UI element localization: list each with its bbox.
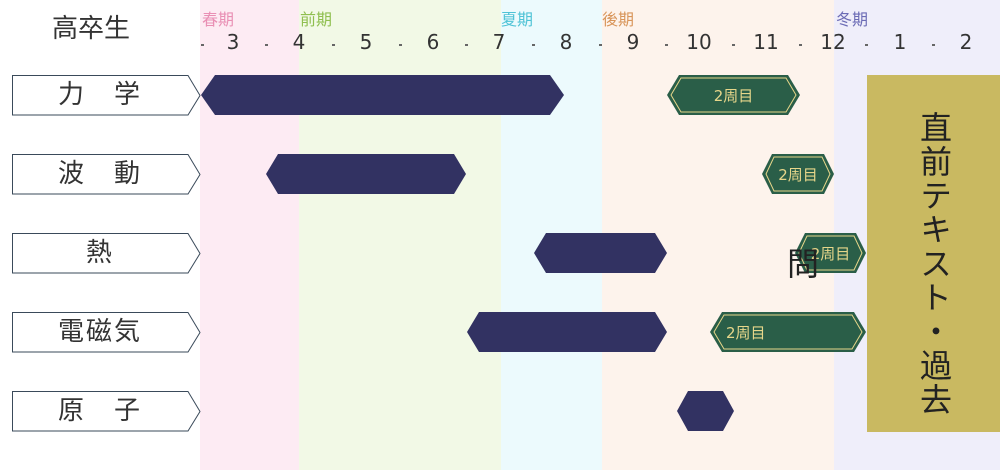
month-label: 4 bbox=[292, 30, 306, 54]
month-label: 3 bbox=[226, 30, 240, 54]
month-label: 6 bbox=[426, 30, 440, 54]
term-second: 後期 bbox=[602, 10, 635, 29]
tick-mark bbox=[732, 44, 735, 46]
second-round-bar-electromagnetism: 2周目 bbox=[710, 312, 866, 352]
month-label: 9 bbox=[626, 30, 640, 54]
subject-arrow-shape bbox=[12, 312, 201, 353]
tick-mark bbox=[532, 44, 535, 46]
subject-waves: 波 動 bbox=[12, 154, 201, 195]
month-label: 12 bbox=[820, 30, 846, 54]
second-round-bar-waves: 2周目 bbox=[762, 154, 834, 194]
subject-label: 熱 bbox=[85, 238, 114, 268]
first-round-bar-atomic bbox=[677, 391, 734, 431]
subject-label: 電磁気 bbox=[57, 317, 142, 347]
term-summer: 夏期 bbox=[501, 10, 534, 29]
subject-label: 力 学 bbox=[57, 80, 142, 110]
term-first: 前期 bbox=[300, 10, 333, 29]
second-round-label: 2周目 bbox=[726, 323, 766, 342]
tick-mark bbox=[399, 44, 402, 46]
month-label: 8 bbox=[559, 30, 573, 54]
subject-electromagnetism: 電磁気 bbox=[12, 312, 201, 353]
band-spring bbox=[200, 0, 299, 470]
first-round-bar-waves bbox=[266, 154, 466, 194]
month-label: 2 bbox=[959, 30, 973, 54]
tick-mark bbox=[665, 44, 668, 46]
month-label: 1 bbox=[893, 30, 907, 54]
second-round-bar-thermo: 2周目 bbox=[795, 233, 866, 273]
subject-label: 波 動 bbox=[57, 159, 142, 189]
subject-arrow-shape bbox=[12, 154, 201, 195]
first-round-bar-electromagnetism bbox=[467, 312, 667, 352]
second-round-label: 2周目 bbox=[810, 244, 851, 263]
subject-arrow-shape bbox=[12, 75, 201, 116]
subject-arrow-shape bbox=[12, 391, 201, 432]
tick-mark bbox=[201, 44, 204, 46]
term-spring: 春期 bbox=[202, 10, 235, 29]
second-round-bar-mechanics: 2周目 bbox=[667, 75, 800, 115]
term-winter: 冬期 bbox=[836, 10, 869, 29]
month-label: 5 bbox=[359, 30, 373, 54]
tick-mark bbox=[932, 44, 935, 46]
tick-mark bbox=[799, 44, 802, 46]
second-round-label: 2周目 bbox=[713, 86, 754, 105]
band-first-term bbox=[299, 0, 501, 470]
first-round-bar-mechanics bbox=[201, 75, 564, 115]
month-label: 10 bbox=[686, 30, 712, 54]
header-label: 高卒生 bbox=[52, 14, 131, 44]
month-label: 11 bbox=[753, 30, 779, 54]
subject-atomic: 原 子 bbox=[12, 391, 201, 432]
tick-mark bbox=[332, 44, 335, 46]
tick-mark bbox=[865, 44, 868, 46]
subject-arrow-shape bbox=[12, 233, 201, 274]
final-review-label: 直前テキスト・過去問 bbox=[782, 110, 953, 417]
tick-mark bbox=[599, 44, 602, 46]
tick-mark bbox=[465, 44, 468, 46]
final-review-block: 直前テキスト・過去問 bbox=[782, 75, 1000, 432]
second-round-label: 2周目 bbox=[778, 165, 818, 184]
month-label: 7 bbox=[492, 30, 506, 54]
subject-mechanics: 力 学 bbox=[12, 75, 201, 116]
subject-label: 原 子 bbox=[57, 396, 142, 426]
tick-mark bbox=[265, 44, 268, 46]
subject-thermo: 熱 bbox=[12, 233, 201, 274]
first-round-bar-thermo bbox=[534, 233, 667, 273]
